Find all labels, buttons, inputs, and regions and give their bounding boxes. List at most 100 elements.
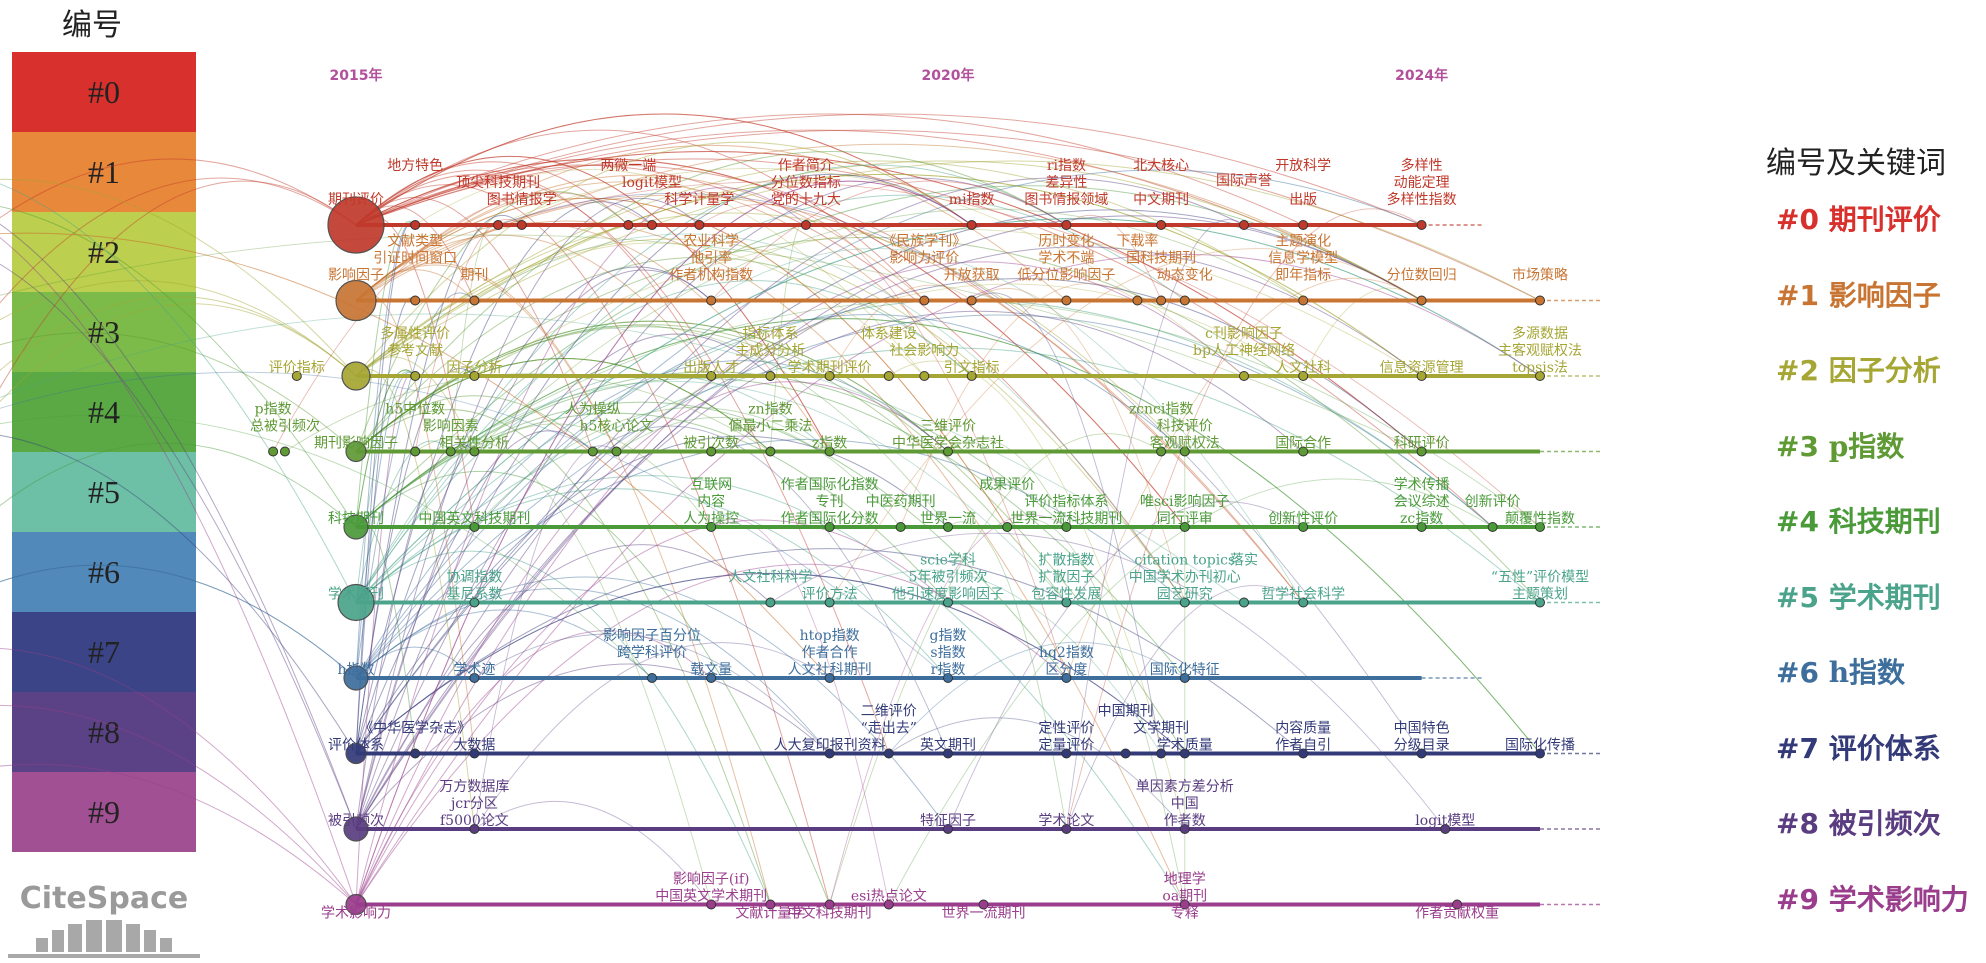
keyword-label: 历时变化	[1038, 234, 1094, 250]
citation-arc	[355, 548, 1304, 754]
keyword-label: 世界一流期刊	[942, 906, 1026, 922]
citation-arc	[474, 633, 830, 754]
keyword-label: 学术期刊评价	[788, 360, 872, 376]
citation-arc	[0, 206, 357, 528]
keyword-node	[623, 220, 634, 230]
keyword-node	[1156, 446, 1167, 457]
keyword-nodes	[268, 196, 1545, 916]
keyword-label: 载文量	[690, 662, 732, 678]
cluster-label-9: #9 学术影响力	[1776, 878, 1969, 918]
citation-arc	[355, 197, 1008, 528]
keyword-label: 影响因子	[328, 268, 384, 284]
keyword-node	[943, 748, 953, 759]
citation-arc	[355, 174, 925, 301]
keyword-label: 5年被引频次	[909, 570, 988, 586]
keyword-label: 影响因子(if)	[673, 872, 750, 888]
keyword-label: 落实	[1230, 553, 1258, 569]
citation-arc	[355, 310, 1304, 830]
cluster-keyword: h指数	[1828, 656, 1906, 689]
keyword-node	[1535, 597, 1545, 608]
citation-arc	[272, 192, 653, 452]
keyword-label: 出版	[1289, 192, 1317, 208]
citation-arc	[414, 168, 925, 377]
cluster-keyword: 科技期刊	[1828, 505, 1941, 538]
citation-arc	[497, 167, 1245, 377]
keyword-label: 中华医学会杂志社	[892, 436, 1004, 452]
citation-arc	[355, 209, 1422, 754]
keyword-node	[943, 446, 953, 457]
cluster-main-node	[337, 583, 375, 622]
keyword-label: 指标体系	[742, 326, 798, 342]
citation-arc	[1065, 219, 1245, 830]
citation-arc	[829, 284, 972, 377]
keyword-node	[1061, 522, 1072, 532]
keyword-label: zc指数	[1400, 511, 1443, 527]
keyword-node	[706, 371, 717, 381]
keyword-label: 社会影响力	[889, 343, 959, 359]
keyword-node	[919, 371, 930, 381]
citation-arc	[1006, 518, 1186, 905]
keyword-label: 扩散因子	[1038, 570, 1094, 586]
citation-arc	[1302, 287, 1422, 377]
citation-arc	[1065, 277, 1422, 679]
citation-arc	[355, 151, 1422, 452]
keyword-node	[493, 220, 504, 230]
keyword-node	[1179, 673, 1190, 683]
keyword-node	[1452, 899, 1463, 910]
keyword-label: 多样性	[1401, 157, 1443, 174]
citation-arc	[284, 373, 771, 452]
keyword-node	[765, 899, 776, 910]
citation-arc	[474, 423, 712, 528]
citation-arc	[355, 367, 475, 754]
keyword-label: 会议综述	[1394, 494, 1450, 510]
citation-arc	[355, 356, 475, 452]
keyword-label: “走出去”	[861, 721, 917, 737]
citation-arc	[497, 192, 1422, 754]
keyword-label: 人文社科	[1275, 360, 1331, 376]
citation-arc	[355, 164, 1304, 603]
keyword-node	[410, 220, 421, 230]
keyword-label: 唯sci影响因子	[1140, 494, 1230, 510]
keyword-label: 图书情报学	[487, 192, 557, 208]
citation-arc	[947, 521, 1067, 830]
citation-arc	[355, 369, 416, 528]
keyword-label: 影响因素	[423, 419, 479, 435]
keyword-label: 学术期刊	[328, 587, 384, 603]
cluster-keyword: 被引频次	[1828, 807, 1941, 840]
keyword-label: 《中华医学杂志》	[359, 721, 471, 737]
citation-arc	[0, 704, 357, 905]
keyword-node	[706, 899, 717, 910]
citation-arc	[355, 173, 1422, 377]
citation-arc	[355, 488, 949, 679]
citation-arc	[355, 264, 771, 905]
legend-box-0: #0	[12, 52, 196, 132]
cluster-number: #7	[1776, 731, 1819, 765]
keyword-label: 因子分析	[446, 360, 502, 376]
citation-arc	[355, 572, 1186, 754]
keyword-label: 主题演化	[1275, 234, 1331, 250]
keyword-label: 多样性指数	[1387, 191, 1457, 208]
keyword-node	[1179, 824, 1190, 834]
keyword-node	[800, 220, 811, 230]
citation-arc	[0, 263, 357, 830]
citation-arc	[947, 501, 1304, 830]
citation-arc	[355, 443, 475, 830]
citation-arc	[355, 646, 475, 679]
citation-arc	[355, 194, 1186, 603]
keyword-label: 基尼系数	[446, 586, 502, 603]
citation-arc	[355, 220, 1186, 905]
citation-arc	[355, 177, 1245, 830]
keyword-node	[1416, 446, 1427, 457]
citation-arc	[355, 169, 1422, 679]
keyword-label: 大数据	[453, 738, 495, 754]
citation-arc	[971, 292, 1162, 754]
citation-arc	[0, 232, 830, 679]
keyword-node	[824, 371, 835, 381]
keyword-node	[1416, 220, 1427, 230]
citation-arc	[355, 180, 972, 905]
keyword-node	[1179, 748, 1190, 759]
citation-arc	[0, 295, 357, 377]
citation-arc	[355, 113, 972, 226]
citation-arc	[474, 800, 712, 905]
keyword-node	[1487, 522, 1498, 532]
